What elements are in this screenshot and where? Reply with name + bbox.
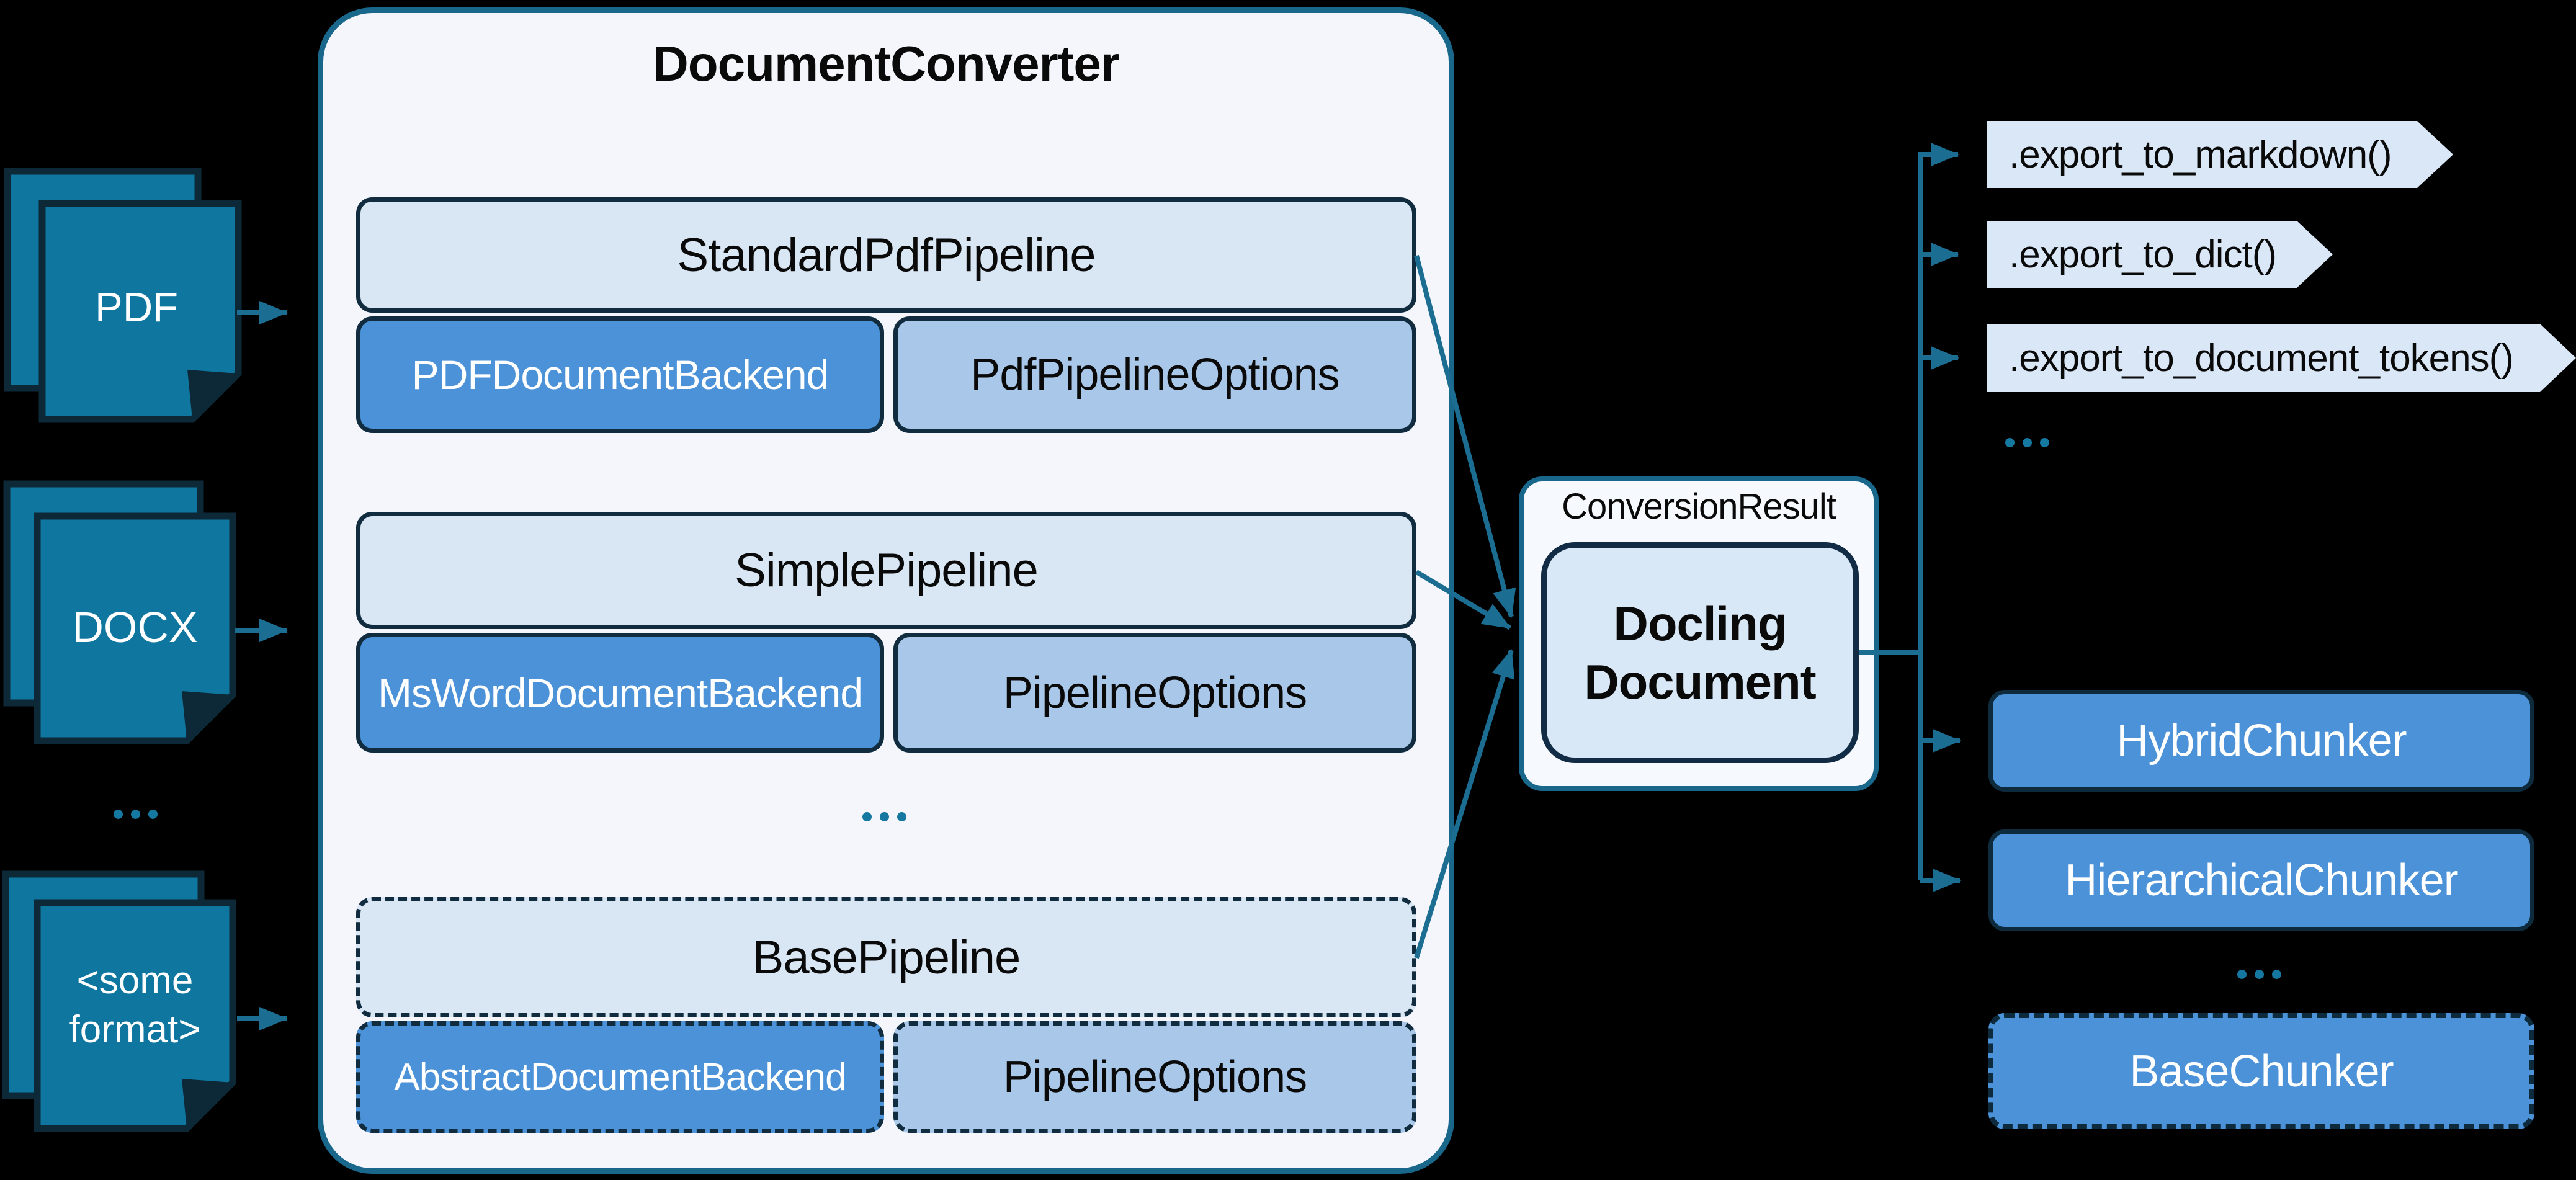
base-chunker-box: BaseChunker [1988, 1013, 2534, 1129]
ellipsis-dots-exports [2005, 438, 2049, 447]
pipeline-label: SimplePipeline [735, 544, 1039, 597]
chunker-label: BaseChunker [2129, 1046, 2394, 1096]
pipeline-box-standard-pdf: StandardPdfPipeline [356, 197, 1416, 313]
ellipsis-dots-chunkers [2237, 970, 2281, 979]
hierarchical-chunker-box: HierarchicalChunker [1988, 829, 2534, 931]
backend-label: AbstractDocumentBackend [394, 1055, 846, 1099]
some-format-label: <some format> [69, 959, 201, 1051]
options-box-pdf: PdfPipelineOptions [893, 316, 1416, 433]
pdf-documents-icon [4, 168, 242, 423]
pipeline-box-simple: SimplePipeline [356, 512, 1416, 629]
document-converter-title: DocumentConverter [652, 36, 1120, 91]
chunker-label: HybridChunker [2116, 716, 2407, 766]
some-format-documents-icon [2, 870, 236, 1132]
pdf-label: PDF [95, 284, 178, 331]
docling-document-label: Docling Document [1584, 596, 1816, 709]
docling-document-box: Docling Document [1541, 542, 1859, 763]
backend-box-pdf: PDFDocumentBackend [356, 316, 884, 433]
backend-label: MsWordDocumentBackend [377, 669, 863, 716]
export-label: .export_to_document_tokens() [2009, 336, 2513, 380]
options-box-simple: PipelineOptions [893, 633, 1416, 753]
backend-box-msword: MsWordDocumentBackend [356, 633, 884, 753]
options-box-base: PipelineOptions [893, 1021, 1416, 1133]
options-label: PipelineOptions [1003, 1052, 1307, 1102]
trunk-and-arrow-export-markdown [1918, 143, 1959, 880]
pipeline-label: StandardPdfPipeline [677, 228, 1096, 282]
backend-label: PDFDocumentBackend [411, 352, 830, 398]
export-flag-dict: .export_to_dict() [1987, 221, 2333, 288]
options-label: PipelineOptions [1003, 668, 1307, 718]
export-flag-markdown: .export_to_markdown() [1987, 121, 2453, 188]
docx-documents-icon [3, 480, 236, 744]
options-label: PdfPipelineOptions [970, 350, 1339, 400]
hybrid-chunker-box: HybridChunker [1988, 690, 2534, 792]
export-flag-document-tokens: .export_to_document_tokens() [1987, 324, 2576, 392]
ellipsis-dots-inputs [114, 810, 158, 819]
export-label: .export_to_dict() [2009, 233, 2276, 276]
pipeline-label: BasePipeline [752, 931, 1021, 984]
pipeline-box-base: BasePipeline [356, 897, 1416, 1017]
export-label: .export_to_markdown() [2009, 133, 2392, 176]
ellipsis-dots-converter [862, 812, 906, 821]
docx-label: DOCX [72, 603, 198, 652]
backend-box-abstract: AbstractDocumentBackend [356, 1021, 884, 1133]
chunker-label: HierarchicalChunker [2065, 856, 2458, 905]
conversion-result-label: ConversionResult [1562, 486, 1836, 527]
